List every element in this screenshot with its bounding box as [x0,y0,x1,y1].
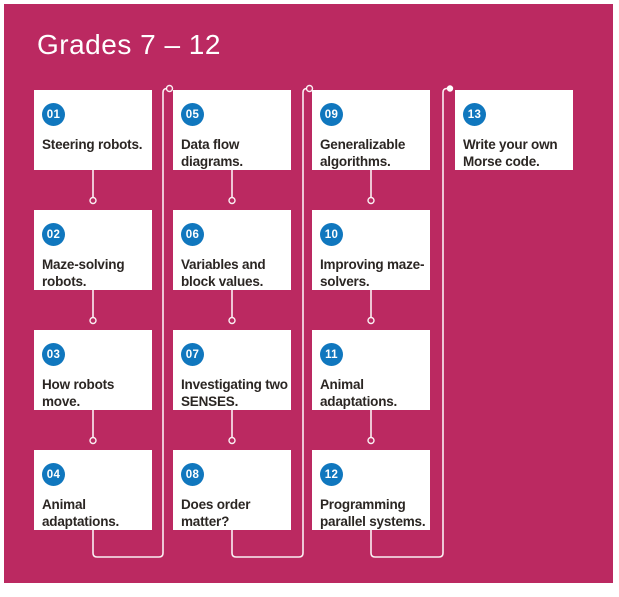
lesson-card-12: 12 Programming parallel systems. [312,450,430,530]
connector-ring-09-10 [367,196,375,205]
lesson-title: Data flow diagrams. [181,137,243,169]
lesson-number-badge: 01 [42,103,65,126]
lesson-title: Does order matter? [181,497,251,529]
lesson-title: Steering robots. [42,137,143,152]
lesson-title: Maze-solving robots. [42,257,125,289]
lesson-card-08: 08 Does order matter? [173,450,291,530]
lesson-card-10: 10 Improving maze- solvers. [312,210,430,290]
lesson-number-badge: 09 [320,103,343,126]
lesson-number-badge: 10 [320,223,343,246]
lesson-number-badge: 13 [463,103,486,126]
lesson-title: Improving maze- solvers. [320,257,425,289]
lesson-card-04: 04 Animal adaptations. [34,450,152,530]
lesson-card-03: 03 How robots move. [34,330,152,410]
connector-ring-04-05 [165,84,174,93]
lesson-number-badge: 05 [181,103,204,126]
connector-end-dot-13 [446,85,454,92]
lesson-number-badge: 02 [42,223,65,246]
lesson-card-07: 07 Investigating two SENSES. [173,330,291,410]
lesson-card-06: 06 Variables and block values. [173,210,291,290]
connector-ring-01-02 [89,196,97,205]
lesson-number-badge: 12 [320,463,343,486]
lesson-number-badge: 03 [42,343,65,366]
lesson-title: Animal adaptations. [320,377,398,409]
lesson-card-11: 11 Animal adaptations. [312,330,430,410]
lesson-card-13: 13 Write your own Morse code. [455,90,573,170]
connector-lines-layer [89,84,454,558]
lesson-number-badge: 08 [181,463,204,486]
connector-ring-02-03 [89,316,97,325]
lesson-title: Animal adaptations. [42,497,120,529]
connector-ring-03-04 [89,436,97,445]
connector-ring-06-07 [228,316,236,325]
connector-line-12-13 [370,87,448,558]
lesson-card-02: 02 Maze-solving robots. [34,210,152,290]
lesson-card-05: 05 Data flow diagrams. [173,90,291,170]
connector-ring-07-08 [228,436,236,445]
lesson-title: Generalizable algorithms. [320,137,406,169]
curriculum-panel: Grades 7 – 12 01 Steering robots. 02 Maz… [4,4,613,583]
connector-ring-11-12 [367,436,375,445]
connector-line-04-05 [92,87,168,558]
lesson-title: Write your own Morse code. [463,137,558,169]
connector-ring-08-09 [305,84,314,93]
connector-line-08-09 [231,87,308,558]
lesson-number-badge: 04 [42,463,65,486]
connector-ring-05-06 [228,196,236,205]
lesson-card-01: 01 Steering robots. [34,90,152,170]
lesson-number-badge: 06 [181,223,204,246]
lesson-title: Investigating two SENSES. [181,377,288,409]
page-title: Grades 7 – 12 [37,29,221,60]
lesson-title: Variables and block values. [181,257,266,289]
lesson-number-badge: 11 [320,343,343,366]
lesson-card-09: 09 Generalizable algorithms. [312,90,430,170]
lesson-title: Programming parallel systems. [320,497,426,529]
lesson-title: How robots move. [42,377,115,409]
connector-ring-10-11 [367,316,375,325]
lesson-number-badge: 07 [181,343,204,366]
